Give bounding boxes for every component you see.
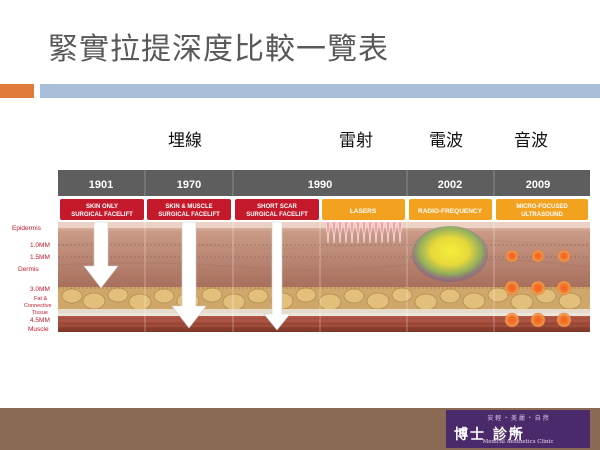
label-fat-2: Connective (24, 303, 52, 309)
dermis-layer (58, 222, 590, 290)
year-1901: 1901 (89, 179, 113, 191)
ultrasound-points (504, 249, 572, 328)
label-skin-muscle (147, 199, 231, 220)
arrow-skin-only (83, 221, 119, 289)
accent-bar-orange (0, 84, 34, 98)
slide-title: 緊實拉提深度比較一覽表 (48, 32, 389, 67)
label-micro-focused-line1: MICRO-FOCUSED (516, 204, 568, 210)
heading-embed-threads: 埋線 (168, 131, 202, 151)
rf-heat-zone (412, 226, 488, 282)
label-radio-frequency (409, 199, 492, 220)
label-fat-1: Fat & (34, 296, 47, 302)
year-1970: 1970 (177, 179, 201, 191)
heading-radio-wave: 電波 (429, 131, 463, 151)
label-short-scar-line1: SHORT SCAR (257, 204, 297, 210)
label-skin-muscle-line2: SURGICAL FACELIFT (158, 212, 220, 218)
label-micro-focused-line2: ULTRASOUND (521, 212, 563, 218)
clinic-logo: 安 輕 ・ 美 麗 ・ 自 然 博士 診所 ✳ Medical Aestheti… (446, 410, 590, 448)
label-skin-only-line1: SKIN ONLY (86, 204, 118, 210)
year-2009: 2009 (526, 179, 550, 191)
label-muscle: Muscle (28, 326, 49, 333)
heading-laser: 雷射 (339, 131, 373, 151)
label-dermis: Dermis (18, 266, 39, 273)
label-short-scar (235, 199, 319, 220)
logo-tagline: 安 輕 ・ 美 麗 ・ 自 然 (487, 415, 549, 422)
label-skin-only (60, 199, 144, 220)
label-short-scar-line2: SURGICAL FACELIFT (246, 212, 308, 218)
arrow-short-scar (263, 221, 291, 331)
depth-comparison-figure: 1901 1970 1990 2002 2009 SKIN ONLY SURGI… (12, 170, 590, 333)
label-lasers (322, 199, 405, 220)
depth-labels: Epidermis 1.0MM 1.5MM Dermis 3.0MM Fat &… (12, 225, 52, 333)
year-header-bar (58, 170, 590, 196)
logo-subtitle: Medical Aesthetics Clinic (482, 439, 554, 445)
label-3mm: 3.0MM (30, 286, 50, 293)
label-skin-muscle-line1: SKIN & MUSCLE (165, 204, 212, 210)
epidermis-layer (58, 222, 590, 228)
label-skin-only-line2: SURGICAL FACELIFT (71, 212, 133, 218)
arrow-skin-muscle (171, 221, 207, 329)
logo-clinic-name: 博士 診所 (454, 427, 525, 443)
logo-star-icon: ✳ (508, 422, 522, 441)
label-micro-focused (496, 199, 588, 220)
year-2002: 2002 (438, 179, 462, 191)
label-1mm: 1.0MM (30, 242, 50, 249)
label-4-5mm: 4.5MM (30, 317, 50, 324)
accent-bar-blue (40, 84, 600, 98)
year-1990: 1990 (308, 179, 332, 191)
label-fat-3: Tissue (32, 310, 48, 316)
label-epidermis: Epidermis (12, 225, 42, 232)
label-lasers-text: LASERS (350, 208, 377, 215)
procedure-labels: SKIN ONLY SURGICAL FACELIFT SKIN & MUSCL… (60, 199, 588, 220)
label-1-5mm: 1.5MM (30, 254, 50, 261)
label-radio-frequency-text: RADIO-FREQUENCY (418, 208, 483, 215)
heading-sound-wave: 音波 (514, 131, 548, 151)
laser-beams (325, 221, 403, 244)
